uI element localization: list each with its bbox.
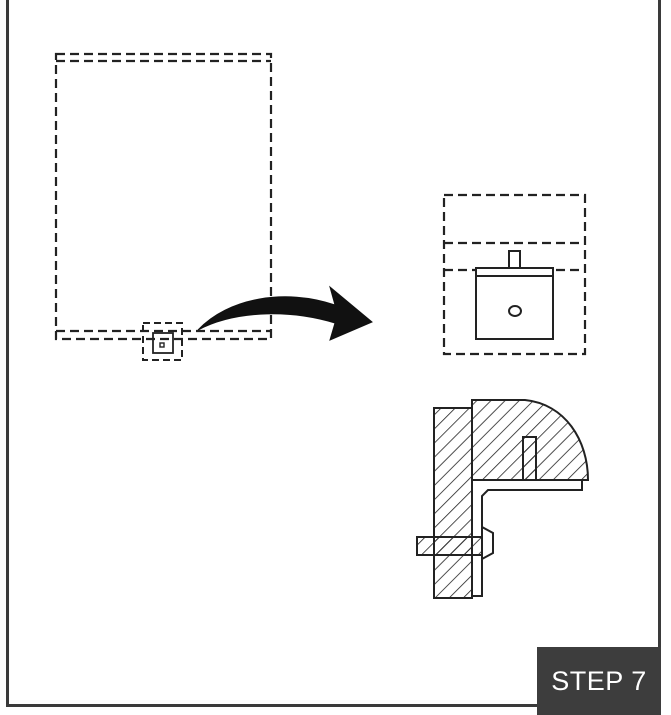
diagram-frame [6, 0, 661, 707]
clip-detail-view [442, 193, 587, 356]
step-label: STEP 7 [551, 665, 647, 696]
curved-arrow [197, 285, 373, 341]
cross-section-view [416, 399, 590, 599]
cabinet-door-outline [54, 52, 273, 341]
clip-location-marker [142, 322, 183, 361]
step-badge: STEP 7 [537, 647, 661, 715]
